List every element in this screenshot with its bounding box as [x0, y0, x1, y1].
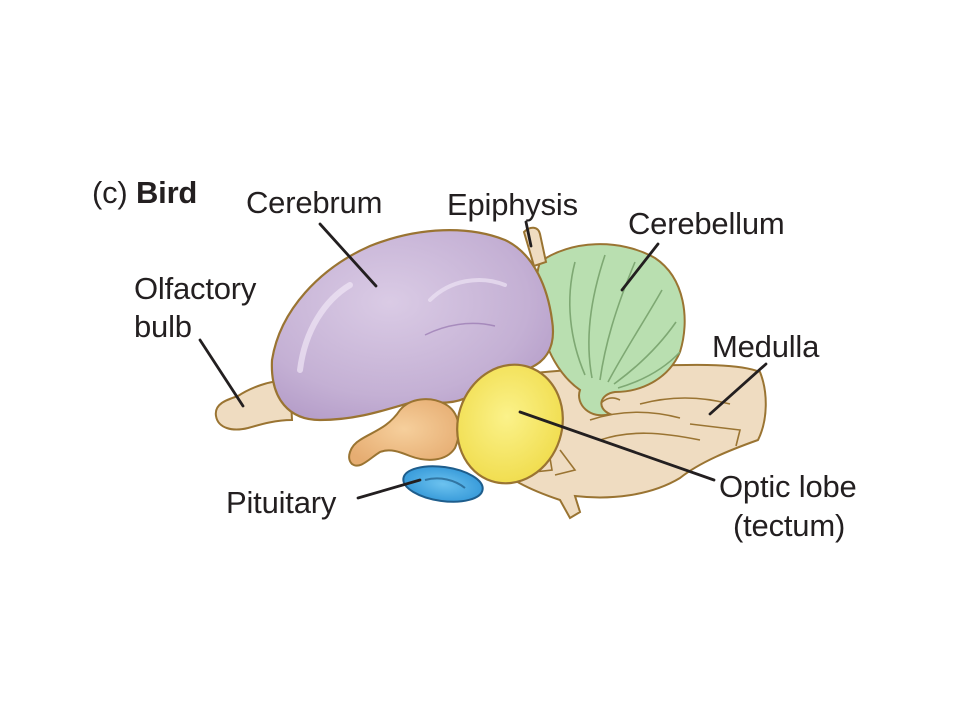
label-medulla: Medulla	[712, 329, 820, 364]
optic-lobe-shape	[456, 363, 564, 485]
olfactory-bulb-shape	[214, 378, 294, 431]
label-olfactory-line1: Olfactory	[134, 271, 257, 306]
panel-title-text: Bird	[135, 175, 198, 210]
epiphysis-leader	[524, 220, 533, 248]
medulla-leader	[708, 362, 768, 416]
olfactory-bulb-leader	[198, 338, 245, 408]
panel-title: (c) Bird	[92, 176, 197, 209]
leader-lines	[198, 220, 768, 500]
pituitary-detail	[424, 477, 466, 489]
cerebrum-leader	[318, 222, 378, 288]
pituitary-shape	[402, 465, 484, 503]
label-epiphysis: Epiphysis	[447, 187, 578, 222]
cerebrum-highlight	[297, 282, 353, 373]
label-cerebrum: Cerebrum	[246, 185, 383, 220]
pituitary-leader	[356, 478, 422, 500]
label-cerebellum: Cerebellum	[628, 206, 785, 241]
label-optic-line1: Optic lobe	[719, 469, 857, 504]
cerebrum-shape	[270, 229, 555, 422]
cerebrum-highlight	[428, 278, 507, 302]
label-optic-line2: (tectum)	[733, 508, 846, 543]
cerebellum-leader	[620, 242, 660, 292]
label-pituitary: Pituitary	[226, 485, 337, 520]
cerebellum-folia	[569, 254, 681, 389]
panel-letter: (c)	[92, 175, 128, 210]
optic-lobe-leader	[518, 410, 716, 482]
hypothalamus-shape	[348, 398, 460, 467]
cerebrum-sulcus	[424, 322, 496, 336]
label-olfactory-line2: bulb	[134, 309, 192, 344]
